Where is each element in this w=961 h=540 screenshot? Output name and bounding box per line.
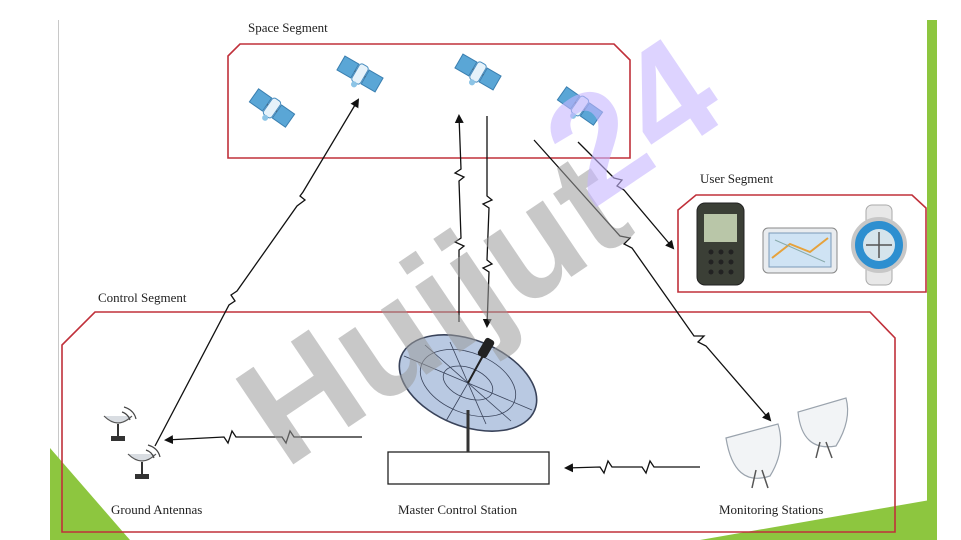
- space-segment-label: Space Segment: [248, 20, 328, 35]
- space-downlink-arrow: [481, 116, 494, 328]
- satellite-icon: [450, 51, 504, 97]
- satellite-icon: [244, 86, 297, 134]
- car-navigator-icon: [762, 227, 838, 274]
- master-control-box: [387, 451, 550, 485]
- large-dish-icon: [398, 334, 538, 452]
- user-segment-label: User Segment: [700, 171, 774, 186]
- satellite-icon: [332, 53, 386, 99]
- master-control-station-label: Master Control Station: [398, 502, 518, 517]
- monitoring-dish-icon: [797, 397, 849, 459]
- ground-antenna-icon: [103, 406, 137, 442]
- space-segment-box: [227, 43, 631, 159]
- satellite-icon: [552, 84, 605, 132]
- user-segment-box: [677, 194, 927, 293]
- monitoring-downlink-arrow: [533, 139, 772, 422]
- control-segment-label: Control Segment: [98, 290, 187, 305]
- master-uplink-arrow: [453, 114, 466, 322]
- monitoring-dish-icon: [725, 423, 782, 489]
- control-segment-box: [61, 311, 896, 533]
- master-to-ground-arrow: [164, 429, 362, 445]
- uplink-arrow: [154, 98, 360, 447]
- handheld-gps-icon: [696, 202, 745, 286]
- gps-watch-icon: [851, 204, 907, 286]
- user-downlink-arrow: [577, 141, 675, 250]
- monitoring-stations-label: Monitoring Stations: [719, 502, 824, 517]
- monitoring-to-master-arrow: [564, 459, 700, 475]
- green-accent-bar: [927, 20, 937, 540]
- ground-antenna-icon: [127, 444, 161, 480]
- ground-antennas-label: Ground Antennas: [111, 502, 203, 517]
